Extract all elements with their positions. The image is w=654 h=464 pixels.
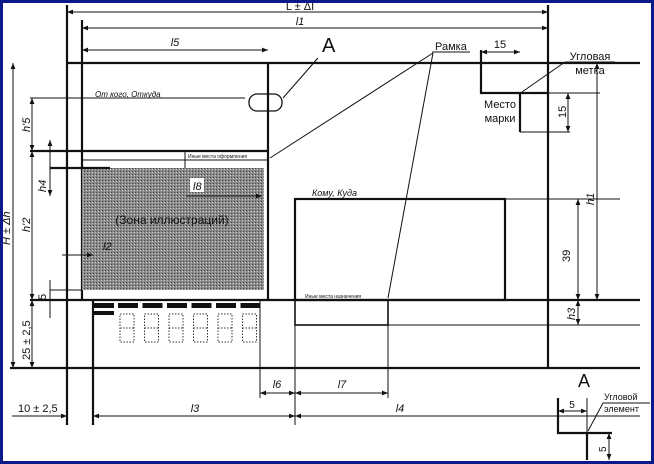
dim-l3: l3: [191, 403, 200, 415]
mark-width: 15: [494, 39, 506, 51]
dim-l2: l2: [103, 241, 112, 253]
dim-L: L ± ΔI: [286, 1, 314, 13]
dim-h2: h'2: [21, 218, 33, 232]
detail-label-2: элемент: [604, 404, 639, 414]
other-marks-bottom: Иные места назначения: [305, 294, 361, 300]
left-dimensions: H ± Δh h'5 h'2 25 ± 2,5 h4 5: [1, 63, 53, 368]
dim-five: 5: [37, 294, 49, 300]
stamp-place: 15 15 Место марки Угловая метка: [479, 39, 615, 133]
detail-label-1: Угловой: [604, 392, 637, 402]
dim-H: H ± Δh: [1, 211, 13, 245]
recipient-label: Кому, Куда: [312, 188, 357, 198]
detail-a: A 5 5 Угловой элемент: [556, 371, 650, 460]
dim-l1: l1: [296, 16, 305, 28]
detail-width: 5: [569, 400, 575, 411]
recipient-area: Кому, Куда Иные места назначения 39 h1 h…: [293, 63, 640, 425]
corner-mark-label-1: Угловая: [570, 51, 611, 63]
left-margin: 10 ± 2,5: [18, 403, 58, 415]
corner-element-oval: [248, 93, 283, 112]
stamp-place-label-1: Место: [484, 99, 516, 111]
sender-label: От кого, Откуда: [95, 90, 161, 99]
frame-callouts: Рамка A: [269, 35, 470, 299]
postcode-dash: [167, 303, 187, 308]
dim-l8: l8: [193, 181, 202, 193]
detail-ref-label: A: [322, 35, 336, 57]
frame-label: Рамка: [435, 41, 468, 53]
postcode-dash: [118, 303, 138, 308]
dim-h5: h'5: [21, 117, 33, 132]
detail-title: A: [578, 371, 590, 391]
top-dimensions: L ± ΔI l1 l5: [67, 1, 548, 53]
dim-h4: h4: [37, 180, 49, 192]
postcode-dash: [216, 303, 236, 308]
dim-h3: h3: [566, 307, 578, 320]
detail-height: 5: [598, 446, 609, 452]
dim-l7: l7: [338, 379, 347, 391]
postcode-dash: [142, 303, 163, 308]
sender-area: От кого, Откуда Иные места оформления: [30, 63, 283, 300]
postcode-dash: [191, 303, 212, 308]
postcode-area: [93, 303, 261, 343]
address-height: 39: [561, 250, 573, 262]
bottom-dimensions: l6 l7 l3 l4 10 ± 2,5: [12, 300, 640, 419]
dim-l4: l4: [396, 403, 405, 415]
corner-mark-label-2: метка: [575, 65, 605, 77]
dim-l6: l6: [273, 379, 282, 391]
bottom-margin: 25 ± 2,5: [21, 320, 33, 360]
illustration-zone-label: (Зона иллюстраций): [115, 213, 228, 227]
stamp-place-label-2: марки: [485, 113, 516, 125]
dim-l5: l5: [171, 37, 180, 49]
mark-height: 15: [557, 106, 569, 118]
illustration-zone: (Зона иллюстраций) l8 l2: [50, 166, 264, 291]
other-marks-top: Иные места оформления: [188, 154, 247, 160]
dim-h1: h1: [585, 193, 597, 205]
postcode-dash: [240, 303, 261, 308]
